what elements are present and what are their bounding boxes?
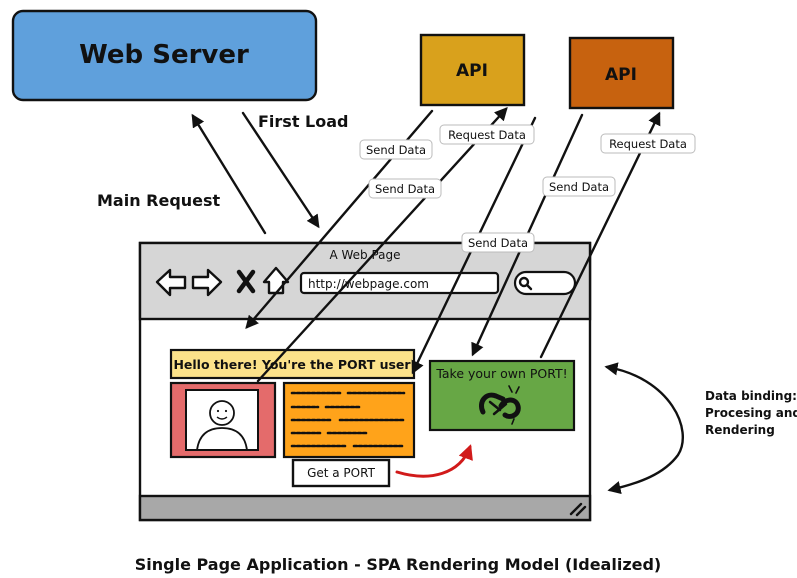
data-binding-note: Data binding: Procesing and Rendering (705, 389, 797, 437)
promo-text: Take your own PORT! (435, 366, 567, 381)
greeting-text: Hello there! You're the PORT user (173, 357, 411, 372)
red-action-arrow (395, 444, 473, 478)
forward-arrow-icon[interactable] (191, 268, 223, 297)
diagram-caption: Single Page Application - SPA Rendering … (135, 555, 662, 574)
first-load-label: First Load (258, 112, 348, 131)
profile-photo (185, 389, 259, 451)
request-data-arrow-2 (539, 111, 661, 359)
request-data-label-1: Request Data (448, 128, 526, 142)
send-data-label-3: Send Data (549, 180, 609, 194)
search-box[interactable] (513, 270, 577, 296)
api-box-1 (419, 33, 526, 107)
send-data-label-box-2 (368, 178, 442, 199)
web-server-node: Web Server (11, 9, 318, 102)
greeting-banner (169, 348, 416, 380)
send-data-label-2: Send Data (375, 182, 435, 196)
main-request-arrow (191, 113, 267, 235)
api-node-1: API (419, 33, 526, 107)
close-icon[interactable] (236, 269, 256, 294)
search-icon[interactable] (518, 276, 533, 291)
browser-title: A Web Page (329, 248, 400, 262)
data-binding-arrow (604, 362, 684, 495)
url-bar[interactable] (299, 271, 500, 295)
flow-labels: Send Data Request Data Send Data Send Da… (359, 124, 696, 253)
send-data-label-1: Send Data (366, 143, 426, 157)
data-binding-line-1: Data binding: (705, 389, 797, 403)
data-binding-line-2: Procesing and (705, 406, 797, 420)
request-data-label-2: Request Data (609, 137, 687, 151)
get-port-button[interactable] (291, 458, 391, 488)
send-data-label-box-4 (461, 232, 535, 253)
api-box-2 (568, 36, 675, 110)
data-binding-line-3: Rendering (705, 423, 775, 437)
resize-grip-icon[interactable] (569, 502, 587, 517)
send-data-label-4: Send Data (468, 236, 528, 250)
back-arrow-icon[interactable] (155, 268, 187, 297)
api-label-1: API (456, 61, 488, 81)
api-node-2: API (568, 36, 675, 110)
browser-footer (138, 494, 592, 522)
request-data-arrow-1 (256, 107, 508, 383)
web-server-label: Web Server (79, 40, 249, 70)
first-load-arrow (241, 111, 320, 229)
web-server-box (11, 9, 318, 102)
send-data-label-box-3 (542, 176, 616, 197)
api-label-2: API (605, 65, 637, 85)
request-data-label-box-2 (600, 133, 696, 154)
avatar-icon (196, 400, 248, 451)
request-data-label-box-1 (439, 124, 535, 145)
placeholder-text-lines (290, 391, 406, 448)
send-data-label-box-1 (359, 139, 433, 160)
get-port-button-label: Get a PORT (307, 466, 376, 480)
browser-window: A Web Page http://webpage.com Hello ther… (138, 241, 592, 522)
main-request-label: Main Request (97, 191, 221, 210)
promo-card[interactable] (428, 359, 576, 432)
url-text: http://webpage.com (308, 277, 429, 291)
sign-language-icon (479, 385, 521, 425)
